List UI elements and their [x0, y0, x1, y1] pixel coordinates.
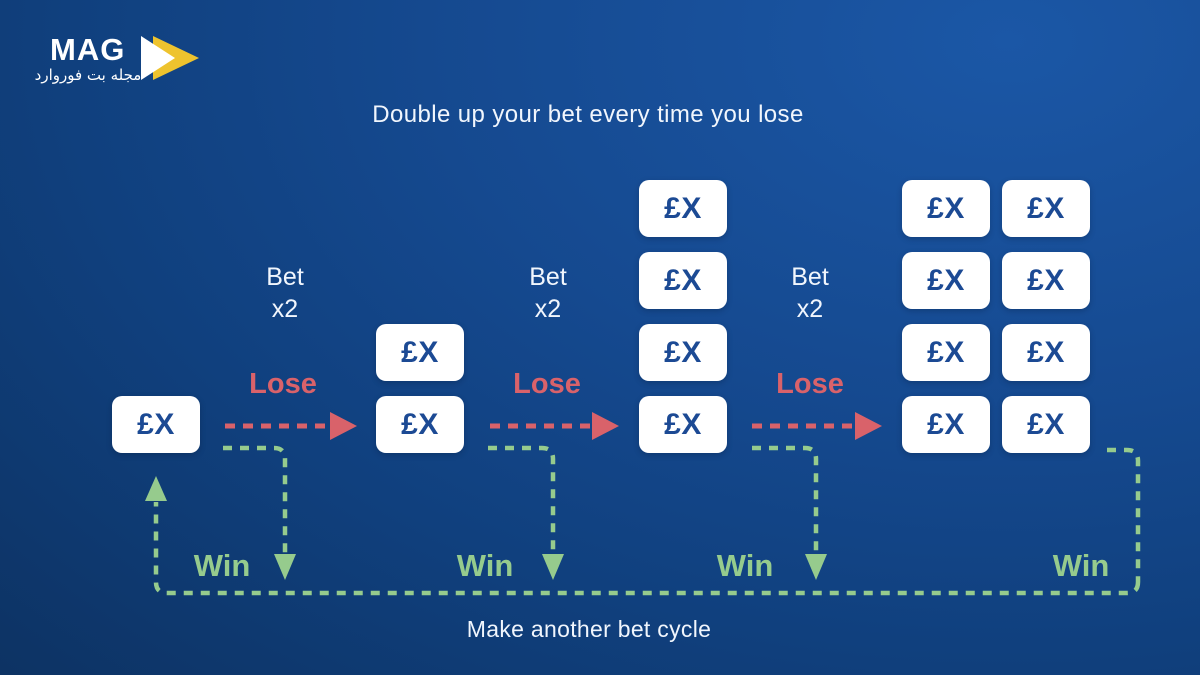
logo-text: MAG: [50, 32, 126, 67]
bet-box: £X: [376, 396, 464, 453]
win-label: Win: [456, 548, 514, 583]
bet-x2-line2: x2: [271, 295, 299, 323]
lose-arrowhead-icon-3: [855, 412, 882, 440]
bet-box: £X: [639, 252, 727, 309]
bet-x2-line1: Bet: [266, 263, 304, 291]
win-path-4: [1107, 447, 1141, 582]
bet-box: £X: [639, 396, 727, 453]
bet-x2-line1: Bet: [529, 263, 567, 291]
logo-subtitle: مجله بت فوروارد: [34, 66, 142, 84]
win-label: Win: [193, 548, 251, 583]
win-arrowhead-icon-3: [805, 554, 827, 580]
bet-box: £X: [902, 324, 990, 381]
cycle-return-arrowhead-icon: [145, 476, 167, 501]
bet-x2-label: Bet x2: [529, 261, 567, 325]
bet-x2-label: Bet x2: [266, 261, 304, 325]
win-path-3: [752, 445, 819, 554]
diagram-caption: Make another bet cycle: [466, 616, 712, 642]
win-label: Win: [1052, 548, 1110, 583]
bet-box: £X: [902, 252, 990, 309]
bet-x2-line2: x2: [796, 295, 824, 323]
bet-box: £X: [1002, 324, 1090, 381]
lose-arrowhead-icon-1: [330, 412, 357, 440]
bet-box: £X: [902, 396, 990, 453]
lose-label: Lose: [776, 368, 844, 400]
bet-box: £X: [639, 180, 727, 237]
bet-x2-line1: Bet: [791, 263, 829, 291]
bet-box: £X: [1002, 180, 1090, 237]
diagram-title: Double up your bet every time you lose: [372, 101, 804, 128]
bet-box: £X: [1002, 252, 1090, 309]
bet-box: £X: [1002, 396, 1090, 453]
win-label: Win: [716, 548, 774, 583]
win-arrowhead-icon-2: [542, 554, 564, 580]
win-path-1: [223, 445, 288, 554]
bet-box: £X: [902, 180, 990, 237]
bet-x2-label: Bet x2: [791, 261, 829, 325]
bet-box: £X: [639, 324, 727, 381]
cycle-bottom-line: [153, 502, 1141, 596]
lose-arrowhead-icon-2: [592, 412, 619, 440]
lose-label: Lose: [513, 368, 581, 400]
win-arrowhead-icon-1: [274, 554, 296, 580]
win-path-2: [488, 445, 556, 554]
bet-box: £X: [376, 324, 464, 381]
bet-box: £X: [112, 396, 200, 453]
lose-label: Lose: [249, 368, 317, 400]
logo: MAG مجله بت فوروارد: [27, 32, 207, 88]
bet-x2-line2: x2: [534, 295, 562, 323]
